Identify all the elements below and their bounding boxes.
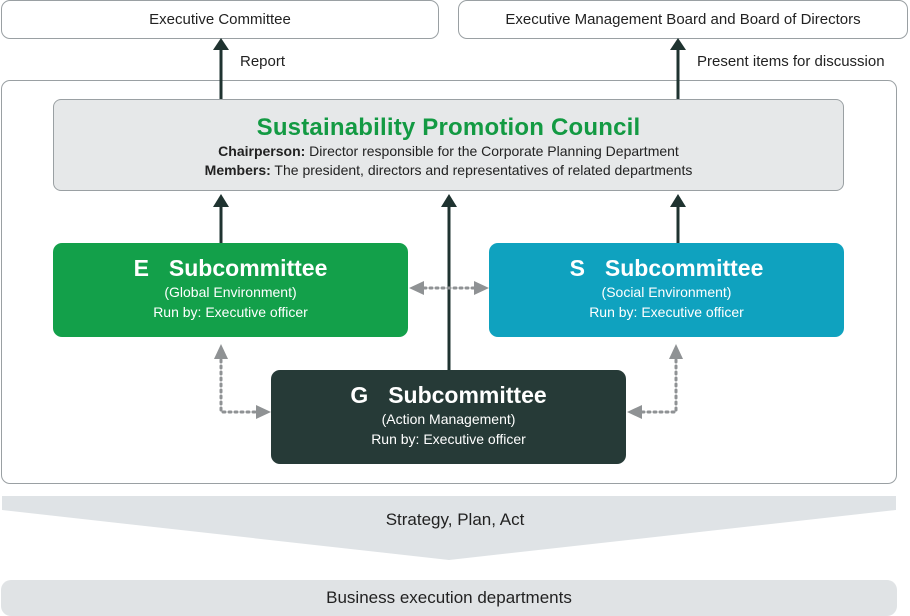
g-subcommittee-area: (Action Management) — [381, 411, 516, 427]
members-text: The president, directors and representat… — [270, 162, 693, 178]
report-label: Report — [240, 53, 286, 70]
g-letter: G — [350, 382, 369, 408]
s-subcommittee-name: Subcommittee — [604, 255, 764, 281]
strategy-plan-act-label: Strategy, Plan, Act — [385, 510, 525, 529]
executive-committee-box: Executive Committee — [1, 0, 439, 39]
e-letter: E — [133, 255, 149, 281]
council-members: Members: The president, directors and re… — [54, 161, 843, 180]
executive-board-label: Executive Management Board and Board of … — [505, 11, 861, 28]
downward-chevron — [2, 496, 896, 560]
e-subcommittee-box: E Subcommittee (Global Environment) Run b… — [53, 243, 408, 337]
members-label: Members: — [204, 162, 271, 178]
business-execution-label: Business execution departments — [326, 588, 572, 607]
s-letter: S — [569, 255, 585, 281]
e-subcommittee-run-by: Run by: Executive officer — [153, 304, 308, 320]
chairperson-label: Chairperson: — [218, 143, 306, 159]
executive-board-box: Executive Management Board and Board of … — [458, 0, 908, 39]
g-subcommittee-name: Subcommittee — [388, 382, 547, 408]
sustainability-promotion-council-box: Sustainability Promotion Council Chairpe… — [53, 99, 844, 191]
e-subcommittee-name: Subcommittee — [168, 255, 328, 281]
chairperson-text: Director responsible for the Corporate P… — [305, 143, 679, 159]
report-arrow-head — [213, 38, 229, 50]
e-subcommittee-heading: E Subcommittee — [53, 255, 408, 282]
business-execution-departments-bar: Business execution departments — [1, 580, 897, 616]
s-subcommittee-area: (Social Environment) — [601, 284, 732, 300]
present-items-label: Present items for discussion — [697, 53, 885, 70]
chevron-shape — [2, 496, 896, 560]
executive-committee-label: Executive Committee — [149, 11, 291, 28]
council-title: Sustainability Promotion Council — [256, 114, 641, 141]
g-subcommittee-run-by: Run by: Executive officer — [371, 431, 526, 447]
s-subcommittee-box: S Subcommittee (Social Environment) Run b… — [489, 243, 844, 337]
g-subcommittee-box: G Subcommittee (Action Management) Run by… — [271, 370, 626, 464]
s-subcommittee-heading: S Subcommittee — [489, 255, 844, 282]
g-subcommittee-heading: G Subcommittee — [271, 382, 626, 409]
council-chairperson: Chairperson: Director responsible for th… — [54, 142, 843, 161]
e-subcommittee-area: (Global Environment) — [164, 284, 297, 300]
s-subcommittee-run-by: Run by: Executive officer — [589, 304, 744, 320]
present-arrow-head — [670, 38, 686, 50]
